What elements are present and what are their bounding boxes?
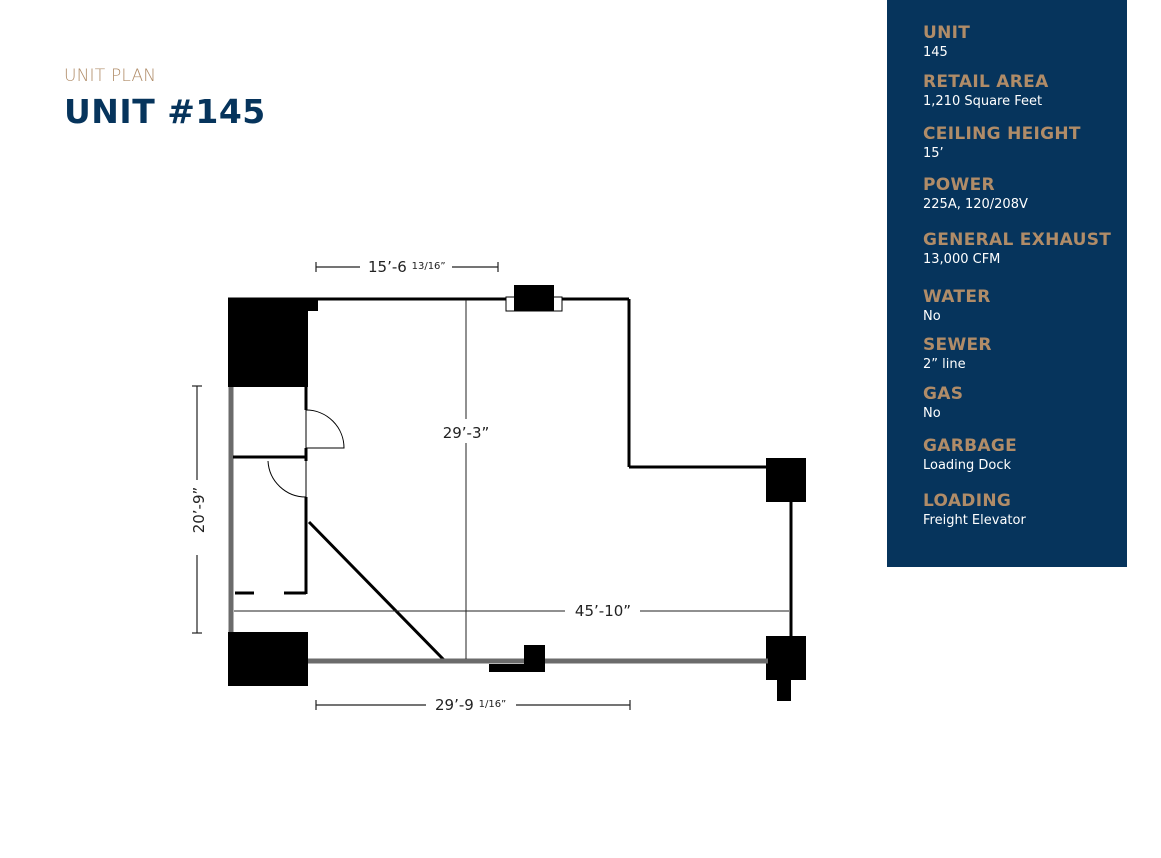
spec-item-garbage: GARBAGE Loading Dock	[923, 435, 1017, 475]
left-block-bottom	[228, 632, 308, 686]
dim-height-label: 29’-3”	[443, 424, 490, 442]
title-prefix: UNIT	[64, 92, 168, 131]
page-title: UNIT #145	[64, 92, 266, 131]
spec-item-power: POWER 225A, 120/208V	[923, 174, 1028, 214]
door-lower	[267, 460, 307, 498]
right-column-upper	[766, 458, 806, 502]
spec-value: 13,000 CFM	[923, 252, 1001, 267]
spec-label: WATER	[923, 287, 991, 307]
top-column	[514, 285, 554, 311]
left-block-top-cap	[228, 299, 318, 311]
spec-item-gas: GAS No	[923, 383, 963, 423]
spec-label: POWER	[923, 175, 995, 195]
spec-value: No	[923, 406, 941, 421]
dim-bottom-label: 29’-9 1/16”	[435, 696, 506, 714]
dim-top	[315, 262, 499, 272]
spec-value: Loading Dock	[923, 458, 1012, 473]
spec-item-general-exhaust: GENERAL EXHAUST 13,000 CFM	[923, 229, 1111, 269]
title-number: #145	[167, 92, 266, 131]
wall-diagonal	[307, 520, 446, 662]
spec-item-ceiling-height: CEILING HEIGHT 15’	[923, 123, 1081, 163]
dim-top-label: 15’-6 13/16”	[368, 258, 446, 276]
spec-value: 2” line	[923, 357, 966, 372]
spec-label: CEILING HEIGHT	[923, 124, 1081, 144]
spec-label: UNIT	[923, 23, 971, 43]
spec-item-water: WATER No	[923, 286, 991, 326]
dim-width-label: 45’-10”	[575, 602, 631, 620]
dim-left	[192, 385, 202, 634]
spec-value: 225A, 120/208V	[923, 197, 1028, 212]
spec-value: 145	[923, 45, 948, 60]
spec-label: GARBAGE	[923, 436, 1017, 456]
spec-value: 15’	[923, 146, 944, 161]
spec-label: SEWER	[923, 335, 992, 355]
dim-height-bg	[438, 419, 494, 443]
spec-value: Freight Elevator	[923, 513, 1026, 528]
right-column-lower	[766, 636, 806, 680]
spec-label: RETAIL AREA	[923, 72, 1049, 92]
spec-label: LOADING	[923, 491, 1012, 511]
spec-label: GAS	[923, 384, 964, 404]
spec-item-loading: LOADING Freight Elevator	[923, 490, 1026, 530]
right-column-foot	[777, 676, 791, 701]
left-block-top	[228, 299, 308, 387]
spec-item-unit: UNIT 145	[923, 22, 970, 62]
dim-bottom	[315, 700, 631, 710]
spec-label: GENERAL EXHAUST	[923, 230, 1112, 250]
spec-value: No	[923, 309, 941, 324]
bottom-column-base	[489, 664, 545, 672]
spec-value: 1,210 Square Feet	[923, 94, 1043, 109]
spec-item-retail-area: RETAIL AREA 1,210 Square Feet	[923, 71, 1049, 111]
door-upper	[305, 409, 345, 449]
dim-left-label: 20’-9”	[190, 487, 208, 534]
section-kicker: UNIT PLAN	[64, 66, 157, 86]
spec-item-sewer: SEWER 2” line	[923, 334, 992, 374]
